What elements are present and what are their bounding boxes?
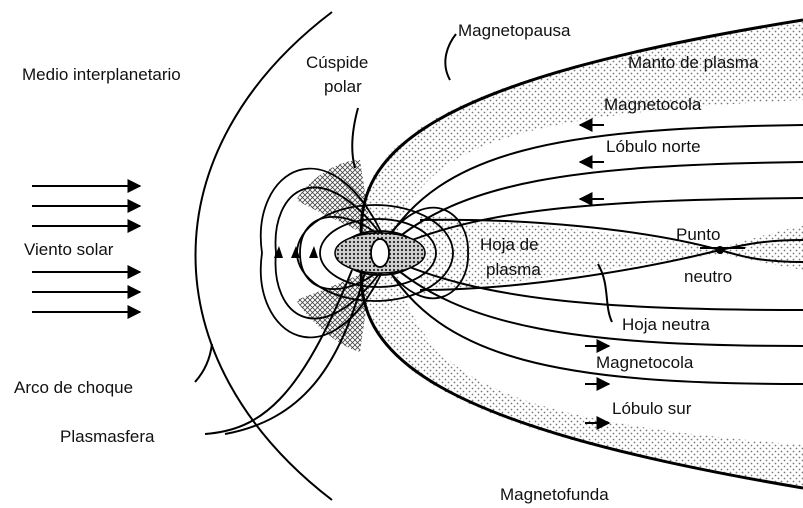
label-plasma-sheet-1: Hoja de — [480, 235, 539, 254]
label-plasma-mantle: Manto de plasma — [628, 53, 759, 72]
neutral-point-dot — [716, 246, 724, 254]
label-bow-shock: Arco de choque — [14, 378, 133, 397]
label-plasma-sheet-2: plasma — [486, 260, 541, 279]
label-interplanetary-medium: Medio interplanetario — [22, 65, 181, 84]
label-polar-cusp-2: polar — [324, 77, 362, 96]
magnetopause-north-leader — [445, 34, 456, 80]
label-magnetotail-south: Magnetocola — [596, 353, 694, 372]
label-magnetotail-north: Magnetocola — [604, 95, 702, 114]
earth — [371, 239, 389, 267]
label-north-lobe: Lóbulo norte — [606, 137, 701, 156]
magnetosheath-south-band — [360, 262, 803, 486]
label-south-lobe: Lóbulo sur — [612, 399, 692, 418]
label-polar-cusp-1: Cúspide — [306, 53, 368, 72]
cusp-leader — [352, 108, 358, 168]
label-neutral-point-2: neutro — [684, 267, 732, 286]
label-plasmasphere: Plasmasfera — [60, 427, 155, 446]
label-neutral-point-1: Punto — [676, 225, 720, 244]
label-neutral-sheet: Hoja neutra — [622, 315, 710, 334]
label-magnetopause: Magnetopausa — [458, 21, 571, 40]
label-magnetosheath: Magnetofunda — [500, 485, 609, 504]
plasma-sheet-region — [420, 215, 803, 294]
label-solar-wind: Viento solar — [24, 240, 114, 259]
bow-shock-leader — [195, 344, 212, 382]
